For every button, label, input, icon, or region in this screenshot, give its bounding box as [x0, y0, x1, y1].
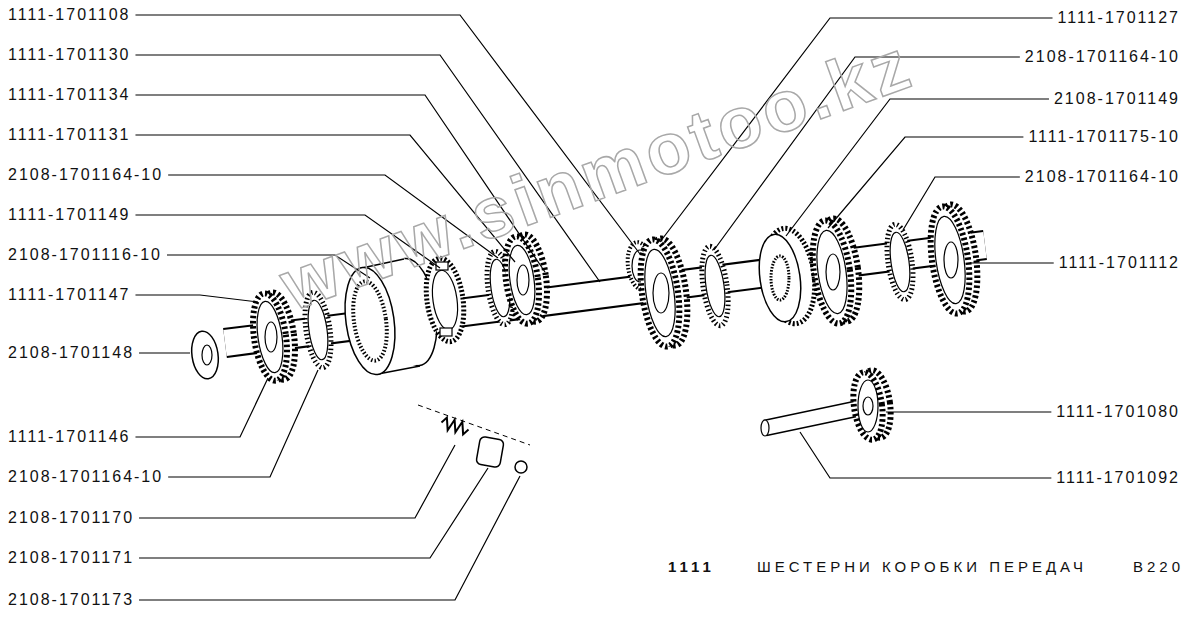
- gear-face: [253, 300, 287, 375]
- part-number: 2108-1701148: [8, 343, 134, 363]
- hub-splines: [771, 256, 789, 300]
- key-block: [476, 436, 504, 468]
- part-number: 1111-1701131: [8, 125, 130, 145]
- gear-teeth: [849, 370, 886, 441]
- gear-teeth: [635, 237, 686, 349]
- leader-line: [135, 295, 258, 302]
- gear-teeth: [807, 218, 857, 326]
- gear-face: [640, 247, 680, 338]
- spring-symbol: [440, 417, 470, 436]
- detent-ball: [515, 461, 527, 473]
- gear-bore: [265, 322, 277, 352]
- idler-gear: [849, 368, 894, 441]
- washer-face: [189, 329, 221, 380]
- gear: [925, 202, 984, 316]
- leader-line: [135, 378, 268, 437]
- washer: [189, 329, 221, 380]
- part-number: 1111-1701134: [8, 85, 130, 105]
- gear-bore: [863, 397, 873, 415]
- leader-line: [139, 445, 455, 518]
- sheet-code: В220: [1133, 557, 1184, 577]
- gear: [635, 236, 694, 349]
- synchro-hub: [754, 225, 820, 327]
- hub-key: [440, 328, 452, 336]
- part-number: 1111-1701092: [1056, 468, 1180, 488]
- part-number: 1111-1701112: [1059, 253, 1180, 273]
- part-number: 1111-1701130: [8, 45, 130, 65]
- synchro-ring: [883, 223, 917, 302]
- part-number: 2108-1701164-10: [1025, 167, 1180, 187]
- ring-teeth: [883, 223, 917, 302]
- leader-line: [139, 476, 520, 600]
- gear-bore: [944, 242, 958, 278]
- gear-face: [930, 214, 970, 305]
- part-number: 2108-1701173: [8, 590, 134, 610]
- ring-teeth: [698, 245, 733, 328]
- leader-line: [970, 262, 1054, 263]
- gear-bore: [826, 254, 840, 290]
- ring-face: [702, 254, 728, 318]
- gear-bore: [653, 273, 669, 313]
- gear-face: [858, 380, 878, 432]
- part-number: 2108-1701164-10: [1025, 47, 1180, 67]
- part-number: 2108-1701164-10: [8, 467, 163, 487]
- leader-line: [139, 352, 190, 353]
- leader-line: [168, 370, 318, 477]
- hub-face: [429, 269, 461, 332]
- part-number: 2108-1701164-10: [8, 165, 163, 185]
- part-number: 2108-1701116-10: [8, 245, 162, 265]
- assembly-bracket: [418, 405, 530, 445]
- idler-shaft: [761, 408, 860, 436]
- shaft-outline: [765, 408, 860, 428]
- synchro-ring: [698, 245, 733, 328]
- gear: [807, 216, 865, 326]
- gear-bore: [517, 265, 529, 295]
- part-number: 1111-1701108: [8, 5, 130, 25]
- leader-line: [828, 137, 1023, 228]
- part-number: 2108-1701170: [8, 508, 134, 528]
- washer-bore: [202, 345, 212, 365]
- part-number: 1111-1701080: [1056, 402, 1180, 422]
- hub-face: [754, 232, 806, 325]
- leader-line: [800, 432, 1051, 478]
- part-number: 1111-1701127: [1058, 8, 1180, 28]
- shaft-end: [761, 420, 769, 436]
- ring-face: [887, 231, 913, 293]
- sheet-title: ШЕСТЕРНИ КОРОБКИ ПЕРЕДАЧ: [757, 557, 1087, 577]
- part-number: 1111-1701146: [8, 427, 130, 447]
- watermark: www.sinmotoo.kz: [270, 22, 923, 325]
- gear-teeth: [248, 291, 292, 383]
- leader-line: [903, 177, 1020, 230]
- leader-line: [886, 411, 1051, 412]
- leader-line: [139, 468, 488, 558]
- sheet-code: 1111: [668, 557, 715, 577]
- part-number: 2108-1701149: [1054, 89, 1180, 109]
- shaft-body: [765, 408, 860, 428]
- part-number: 1111-1701175-10: [1028, 127, 1180, 147]
- part-number: 1111-1701149: [8, 205, 130, 225]
- part-number: 1111-1701147: [8, 285, 130, 305]
- part-number: 2108-1701171: [8, 548, 134, 568]
- gear-face: [812, 228, 851, 315]
- gear-teeth: [925, 204, 976, 316]
